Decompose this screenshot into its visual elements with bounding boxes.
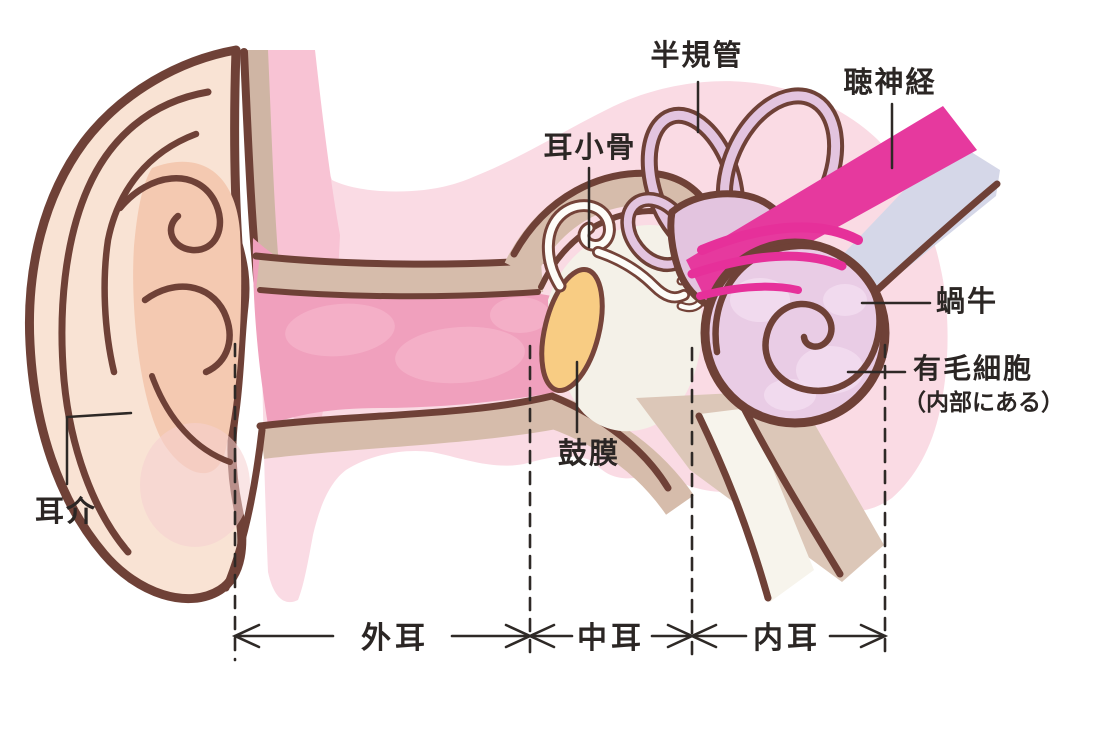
cochlea-spiral: [712, 242, 883, 395]
leader-lines: [65, 80, 932, 486]
inner-ear: [620, 87, 1001, 428]
region-label-middle-ear: 中耳: [577, 622, 645, 655]
arrowhead-left-235: [231, 623, 261, 649]
arrowhead-right-885: [859, 623, 889, 649]
label-auricle: 耳介: [34, 496, 98, 529]
arrowhead-left-692: [688, 623, 718, 649]
label-auditory-nerve: 聴神経: [843, 67, 937, 100]
label-hair-cells-note: （内部にある）: [903, 390, 1064, 416]
eustachian-lumen: [700, 408, 814, 602]
eustachian-tube: [636, 390, 884, 602]
label-hair-cells: 有毛細胞 （内部にある）: [903, 352, 1064, 418]
label-semicircular-canal: 半規管: [650, 40, 744, 73]
annotations: [65, 80, 932, 662]
lobe-tint: [140, 423, 250, 547]
label-eardrum: 鼓膜: [557, 438, 621, 471]
pinna-fold-lines: [58, 88, 266, 592]
eustachian-outline-right: [741, 406, 844, 578]
canal-highlight: [490, 297, 550, 333]
region-boundary-dashed-lines: [233, 342, 887, 662]
malleus-body: [544, 202, 613, 290]
nerve-sheath-outline: [860, 180, 1001, 306]
middle-ear-roof-outline-outer: [510, 169, 716, 258]
arrowhead-left-530: [526, 623, 556, 649]
region-label-outer-ear: 外耳: [361, 622, 429, 655]
nerve-sheath-shape: [828, 140, 1000, 306]
eustachian-outline-left: [695, 412, 772, 602]
label-hair-cells-name: 有毛細胞: [913, 354, 1034, 385]
canal-upper-wall-outline-bottom: [257, 287, 541, 300]
canal-upper-wall: [256, 256, 544, 297]
region-label-inner-ear: 内耳: [753, 622, 821, 655]
pinna: [24, 45, 266, 603]
region-dimension-arrows: [231, 623, 889, 649]
canal-highlight: [285, 303, 395, 357]
ear-canal: [252, 238, 694, 515]
cochlea-highlight: [823, 284, 867, 316]
incus-body: [594, 248, 688, 301]
leader-auricle: [65, 411, 133, 486]
nerve-fibers: [687, 222, 863, 300]
canal-highlight: [395, 326, 525, 384]
behind-ear-strip-shape: [242, 50, 300, 402]
eardrum-shape: [539, 266, 605, 394]
ossicles-bones: [541, 199, 708, 313]
label-cochlea: 蝸牛: [935, 286, 999, 319]
label-ossicles: 耳小骨: [543, 132, 637, 165]
canal-lower-wall: [259, 394, 694, 515]
